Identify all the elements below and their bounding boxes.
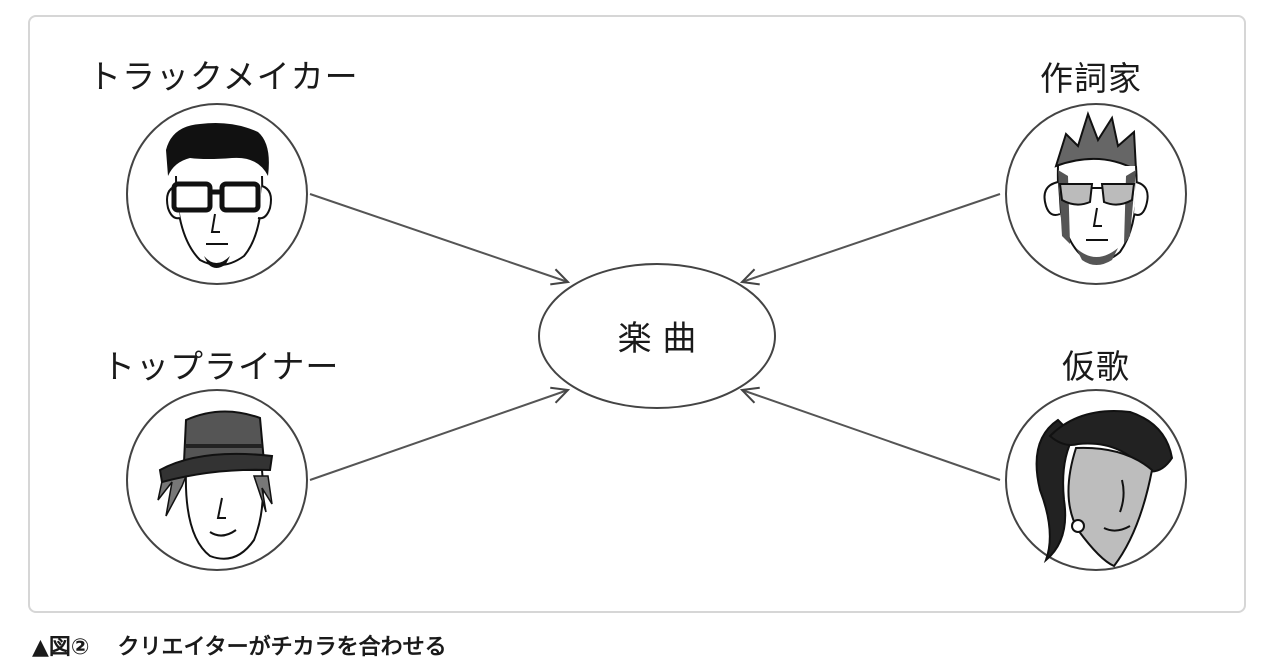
label-track-maker: トラックメイカー: [88, 57, 359, 96]
caption-text: クリエイターがチカラを合わせる: [117, 635, 447, 660]
arrow-top-liner-to-song: [309, 390, 568, 481]
guide-vocal-avatar: [1005, 389, 1187, 571]
label-guide-vocal: 仮歌: [1062, 347, 1130, 386]
arrow-lyricist-to-song: [742, 193, 1001, 282]
song-label: 楽 曲: [618, 319, 697, 359]
song-node: 楽 曲: [538, 263, 776, 409]
arrow-track-maker-to-song: [309, 193, 568, 282]
figure-number: ▲図②: [32, 635, 90, 660]
label-lyricist: 作詞家: [1040, 59, 1142, 98]
top-liner-avatar: [126, 389, 308, 571]
figure-caption: ▲図② クリエイターがチカラを合わせる: [32, 637, 447, 659]
diagram-frame: [28, 15, 1246, 613]
track-maker-avatar: [126, 103, 308, 285]
arrow-guide-vocal-to-song: [742, 390, 1001, 481]
label-top-liner: トップライナー: [102, 347, 340, 386]
lyricist-avatar: [1005, 103, 1187, 285]
